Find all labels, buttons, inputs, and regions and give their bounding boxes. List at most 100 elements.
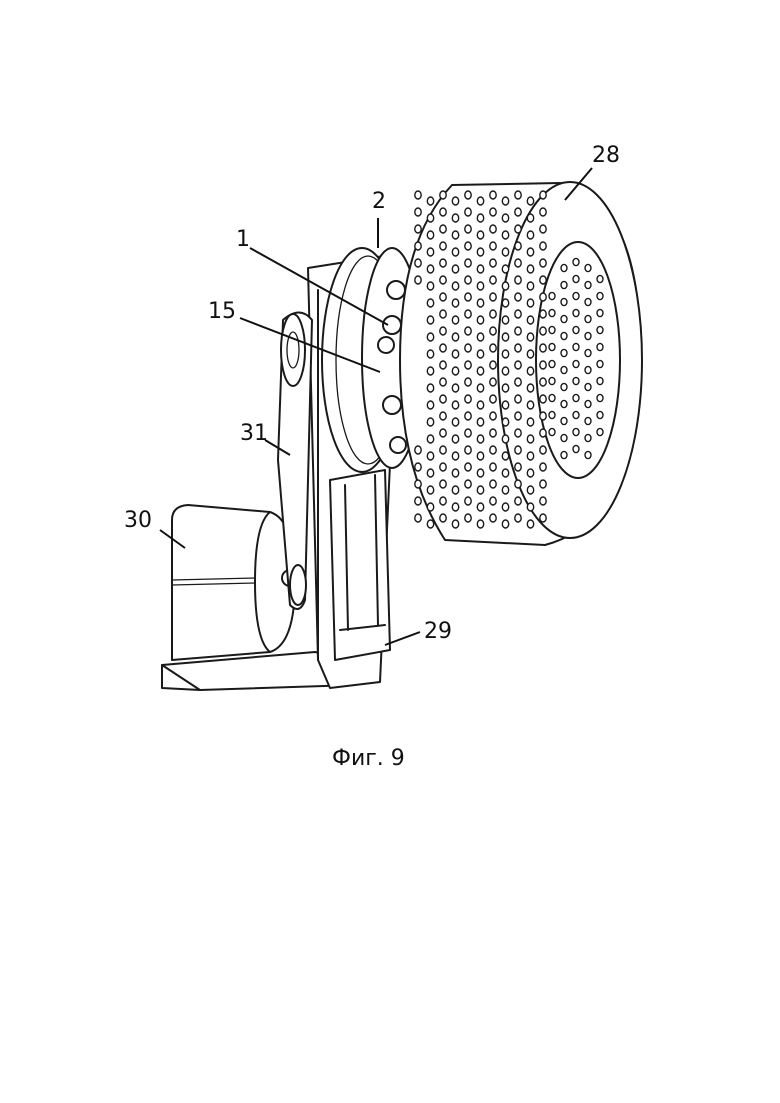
drum-hole	[476, 451, 485, 461]
drum-hole	[539, 513, 547, 523]
drum-hole	[451, 196, 460, 206]
drum-hole	[501, 502, 510, 512]
drum-inner-hole	[584, 331, 592, 341]
drum-inner-hole	[548, 427, 556, 437]
drum-hole	[489, 394, 497, 404]
drum-inner-hole	[596, 427, 604, 437]
drum-hole	[414, 258, 422, 268]
drum-inner-hole	[572, 393, 580, 403]
drum-inner-hole	[560, 297, 568, 307]
drum-hole	[464, 190, 472, 200]
drum-hole	[514, 292, 522, 302]
drum-hole	[426, 417, 435, 427]
drum-hole	[476, 298, 485, 308]
drum-hole	[464, 360, 472, 370]
drum-hole	[476, 383, 485, 393]
drum-hole	[439, 326, 447, 336]
drum-hole	[414, 496, 422, 506]
drum-inner-hole	[572, 325, 580, 335]
drum-hole	[501, 264, 510, 274]
drum-hole	[451, 417, 460, 427]
drum-hole	[414, 224, 422, 234]
drum-hole	[514, 190, 522, 200]
leader-15	[239, 317, 381, 373]
drum-hole	[451, 485, 460, 495]
drum-hole	[451, 264, 460, 274]
drum-hole	[451, 298, 460, 308]
drum-hole	[476, 332, 485, 342]
drum-hole	[489, 377, 497, 387]
drum-hole	[489, 411, 497, 421]
drum-hole	[514, 343, 522, 353]
drum-hole	[439, 377, 447, 387]
drum-inner-hole	[584, 450, 592, 460]
drum-hole	[489, 513, 497, 523]
drum-inner-hole	[560, 314, 568, 324]
drum-inner-hole	[584, 314, 592, 324]
drum-hole	[414, 207, 422, 217]
drum-hole	[414, 445, 422, 455]
drum-hole	[489, 258, 497, 268]
drum-inner-hole	[548, 308, 556, 318]
drum-hole	[539, 496, 547, 506]
drum-hole	[539, 258, 547, 268]
drum-inner-hole	[572, 342, 580, 352]
drum-hole	[476, 213, 485, 223]
callout-2: 2	[372, 189, 386, 214]
drum-hole	[489, 326, 497, 336]
drum-inner-hole	[572, 427, 580, 437]
drum-hole	[464, 411, 472, 421]
drum-hole	[489, 309, 497, 319]
drum-hole	[501, 332, 510, 342]
drum-hole	[514, 224, 522, 234]
drum-hole	[464, 394, 472, 404]
drum-hole	[526, 264, 535, 274]
drum-inner-hole	[596, 410, 604, 420]
drum-holes	[414, 190, 547, 529]
drum-hole	[464, 513, 472, 523]
drum-hole	[501, 468, 510, 478]
drum-hole	[439, 479, 447, 489]
drum-inner-hole	[596, 325, 604, 335]
drum-hole	[526, 383, 535, 393]
drum-hole	[501, 298, 510, 308]
drum-hole	[439, 411, 447, 421]
drum-inner-hole	[548, 342, 556, 352]
drum-hole	[526, 281, 535, 291]
callout-31: 31	[240, 421, 268, 446]
drum-hole	[476, 230, 485, 240]
drum-hole	[526, 451, 535, 461]
drum-hole	[526, 247, 535, 257]
drum-inner-hole	[584, 365, 592, 375]
drum-hole	[526, 349, 535, 359]
drum-hole	[476, 196, 485, 206]
drum-hole	[426, 298, 435, 308]
drum-hole	[414, 190, 422, 200]
drum-hole	[476, 434, 485, 444]
drum-hole	[426, 434, 435, 444]
drum-hole	[514, 309, 522, 319]
drum-inner-holes	[548, 257, 604, 460]
drum-inner-hole	[584, 280, 592, 290]
drum-hole	[539, 428, 547, 438]
callout-1: 1	[236, 227, 250, 252]
drum-hole	[451, 349, 460, 359]
drum-hole	[501, 366, 510, 376]
drum-hole	[501, 213, 510, 223]
drum-hole	[464, 258, 472, 268]
drum-inner-hole	[584, 382, 592, 392]
drum-hole	[501, 247, 510, 257]
drum-inner-hole	[572, 257, 580, 267]
drum-hole	[451, 230, 460, 240]
drum-hole	[439, 428, 447, 438]
drum-hole	[451, 519, 460, 529]
drum-hole	[426, 281, 435, 291]
drum-hole	[539, 241, 547, 251]
drum-inner-hole	[584, 348, 592, 358]
drum-hole	[501, 315, 510, 325]
drum-hole	[476, 349, 485, 359]
drum-hole	[514, 394, 522, 404]
drum-hole	[464, 377, 472, 387]
drum-hole	[439, 190, 447, 200]
leader-1	[249, 247, 389, 326]
